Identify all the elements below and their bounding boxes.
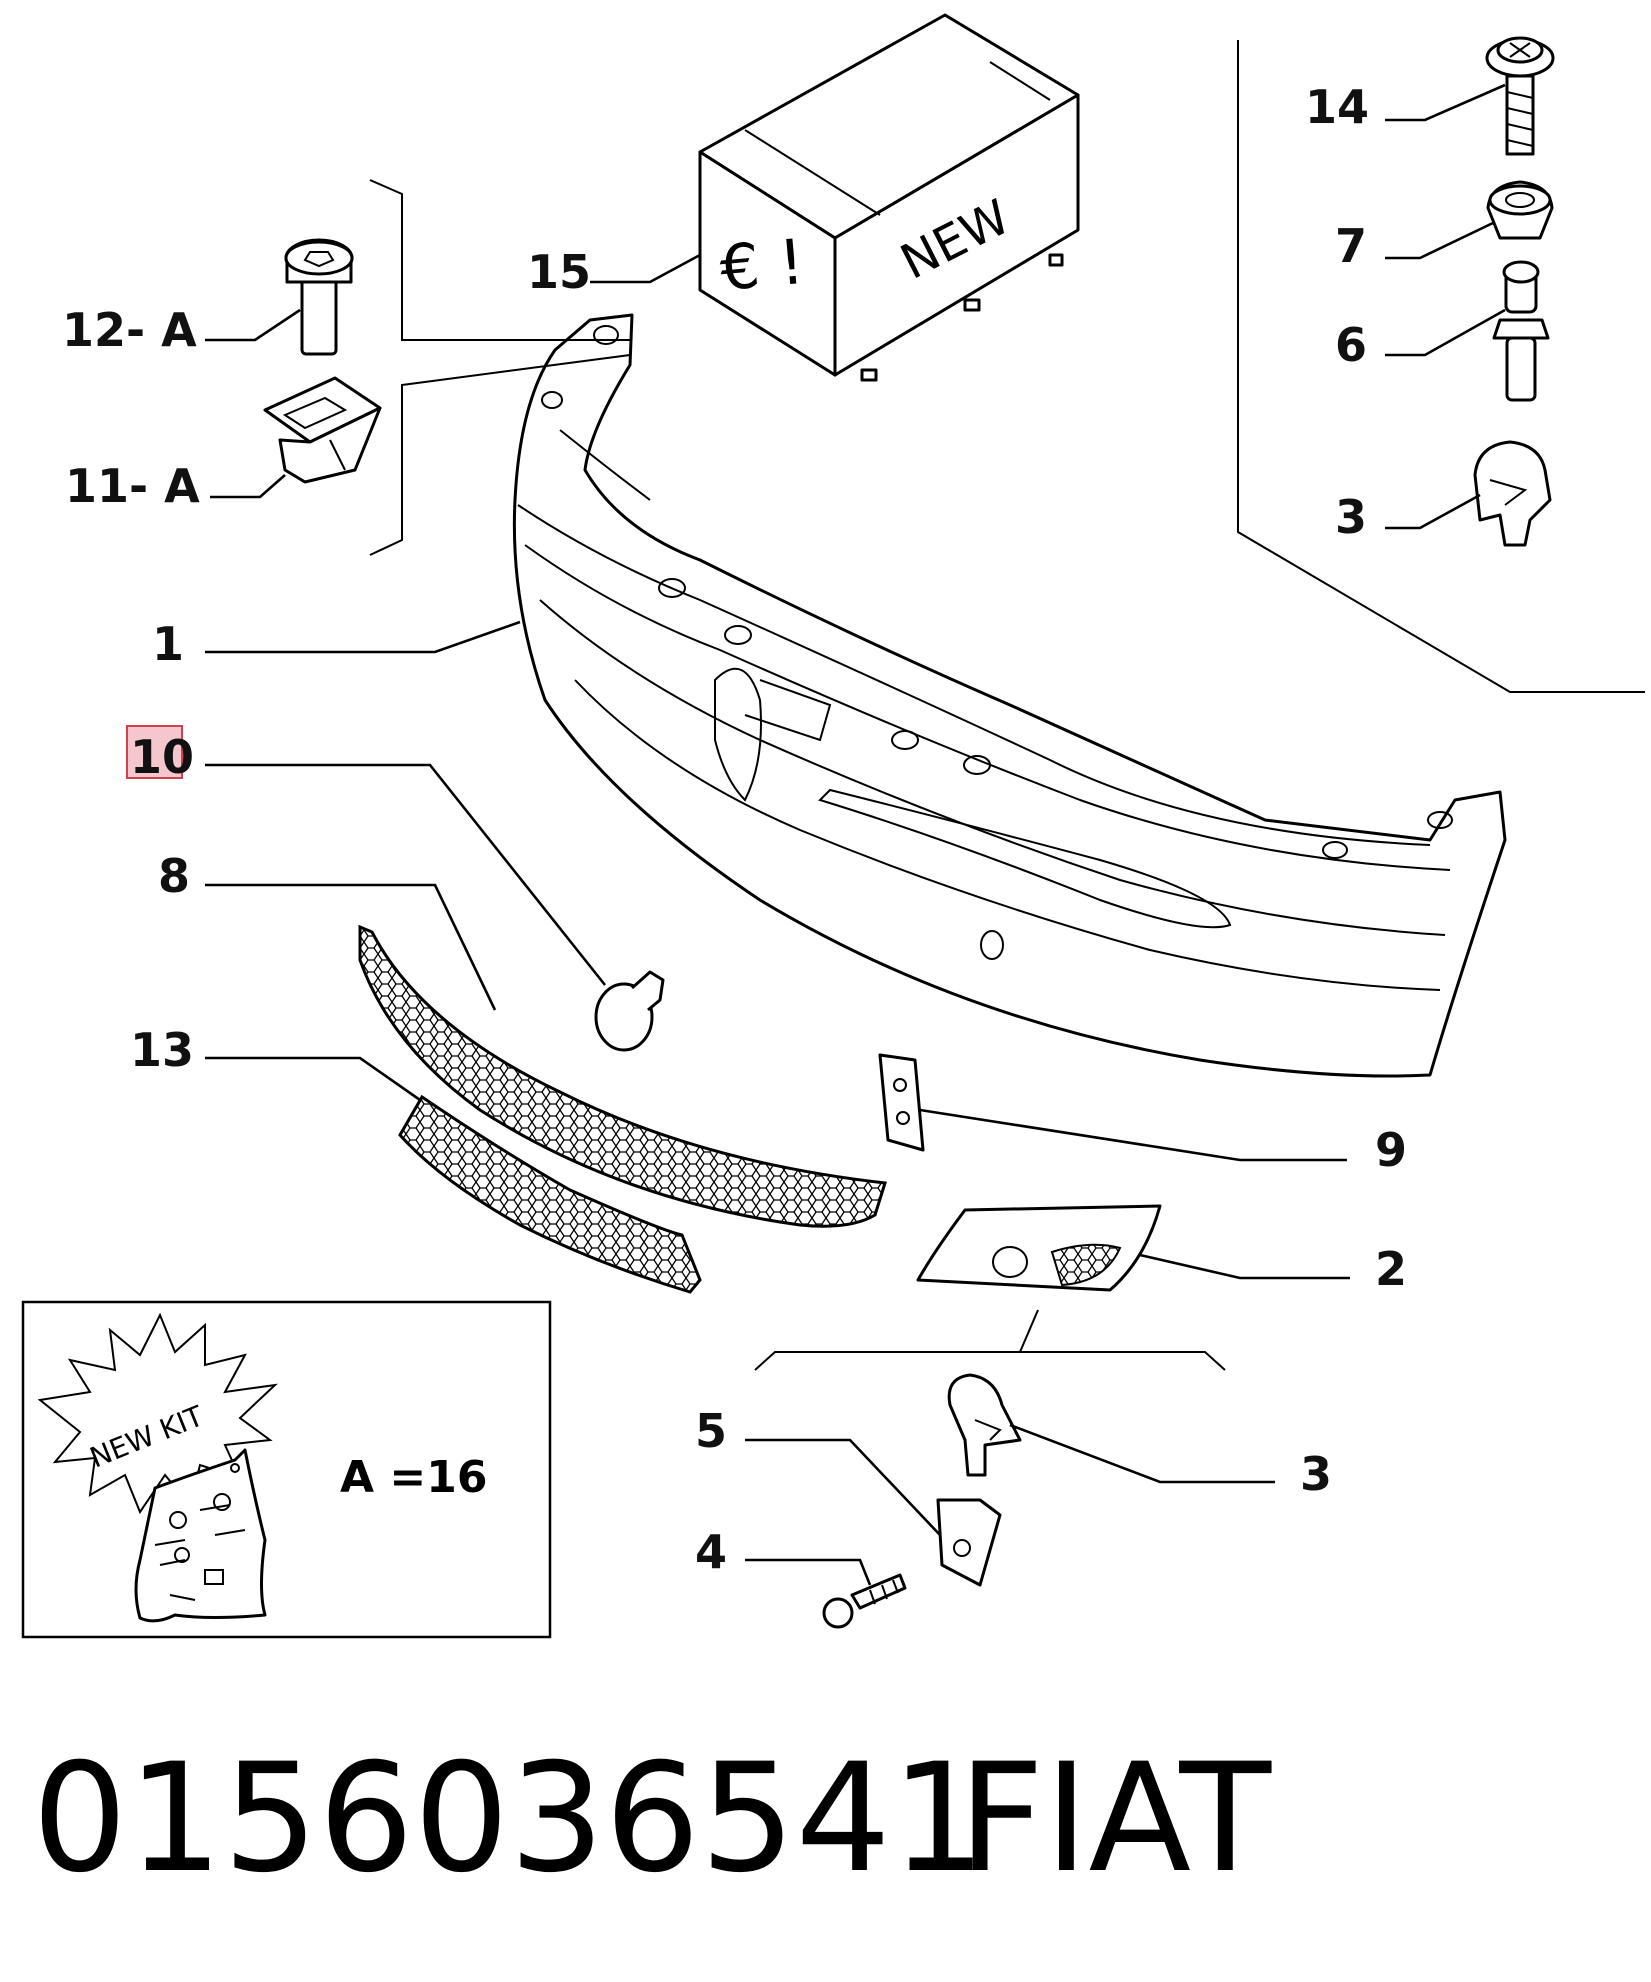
nut-part-7 [1486,180,1554,240]
label-11: 11- A [65,459,200,513]
label-2: 2 [1375,1242,1407,1296]
euro-mark: € ! [717,225,807,305]
leader-lines [205,83,1506,1586]
new-kit-inset: NEW KIT A =16 [21,1300,552,1639]
label-12: 12- A [62,303,197,357]
bumper-part-1 [512,313,1507,1078]
label-10-highlight [126,725,183,779]
screw-part-4 [822,1573,907,1629]
brand-caption: FIAT [958,1732,1272,1906]
label-4: 4 [695,1525,727,1579]
label-3-upper: 3 [1335,490,1367,544]
group-bracket-upper [369,179,630,341]
label-1: 1 [152,617,184,671]
fog-bracket-part-2 [916,1204,1162,1292]
group-bracket-stem [1019,1309,1039,1353]
grille-part-8 [358,924,887,1228]
label-10: 10 [130,730,194,784]
group-bracket-bottom [754,1351,1226,1371]
label-7: 7 [1335,219,1367,273]
label-3-lower: 3 [1300,1447,1332,1501]
label-5: 5 [695,1404,727,1458]
starburst-icon [37,1312,278,1515]
grille-part-13 [398,1094,702,1294]
label-15: 15 [527,245,591,299]
group-bracket-right [1237,40,1645,693]
shipping-box-part-15: € ! NEW [698,13,1080,382]
screw-part-14 [1485,36,1555,156]
bolt-part-12 [284,238,354,356]
bracket-part-5 [936,1498,1002,1587]
clip-part-11 [263,376,382,484]
label-8: 8 [158,849,190,903]
clip-part-3-upper [1473,440,1552,547]
label-6: 6 [1335,318,1367,372]
plate-part-9 [878,1053,925,1152]
part-number-caption: 0156036541 [32,1732,986,1906]
label-13: 13 [130,1023,194,1077]
pin-part-6 [1492,260,1550,402]
clip-part-3-lower [947,1373,1022,1477]
label-9: 9 [1375,1123,1407,1177]
plug-part-10 [594,970,665,1052]
label-14: 14 [1305,80,1369,134]
group-bracket-lower [369,354,631,556]
kit-quantity-text: A =16 [340,1452,487,1503]
